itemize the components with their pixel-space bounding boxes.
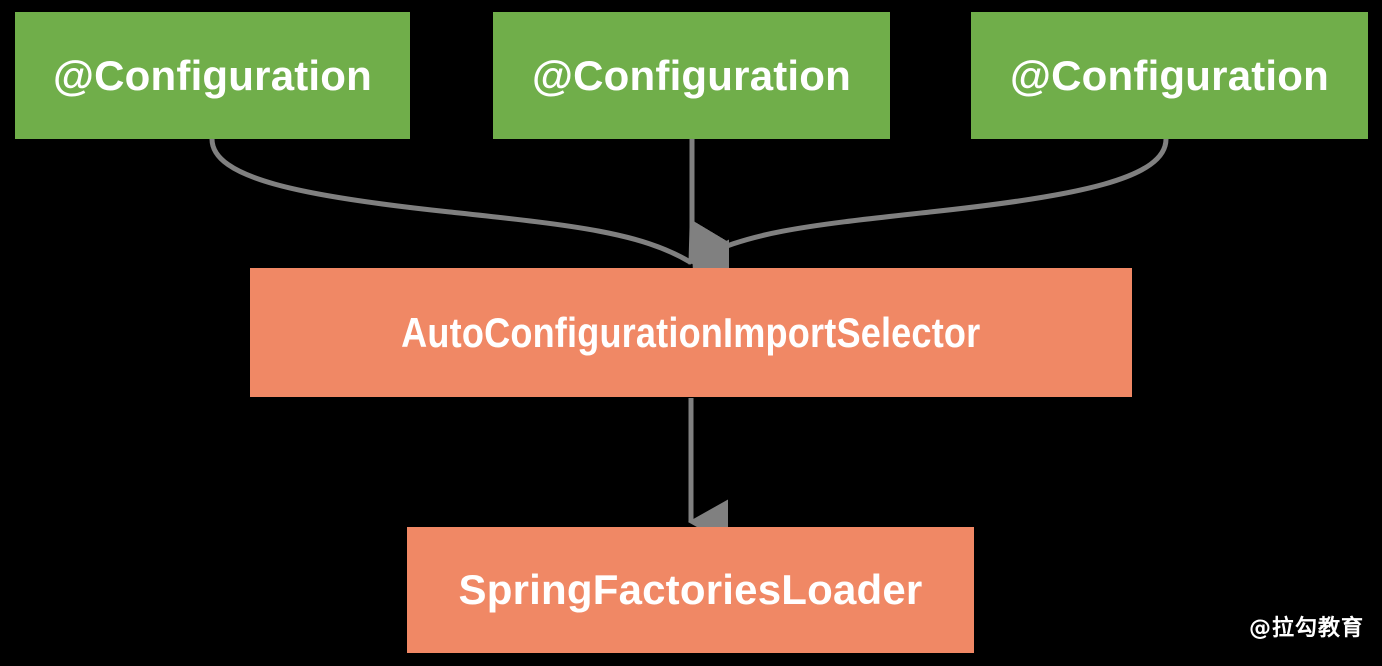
node-configuration-3[interactable]: @Configuration	[971, 12, 1368, 139]
node-auto-configuration-import-selector-label: AutoConfigurationImportSelector	[401, 308, 981, 356]
node-configuration-3-label: @Configuration	[1009, 51, 1330, 99]
watermark-label: @拉勾教育	[1248, 616, 1364, 641]
edge-config1-to-selector	[209, 136, 729, 265]
node-auto-configuration-import-selector[interactable]: AutoConfigurationImportSelector	[250, 268, 1132, 397]
edge-config3-to-selector	[691, 136, 1169, 306]
node-configuration-1-label: @Configuration	[52, 51, 373, 99]
node-spring-factories-loader-label: SpringFactoriesLoader	[458, 566, 923, 613]
node-configuration-2-label: @Configuration	[531, 51, 852, 99]
node-spring-factories-loader[interactable]: SpringFactoriesLoader	[407, 527, 974, 653]
node-configuration-2[interactable]: @Configuration	[493, 12, 890, 139]
node-configuration-1[interactable]: @Configuration	[15, 12, 410, 139]
